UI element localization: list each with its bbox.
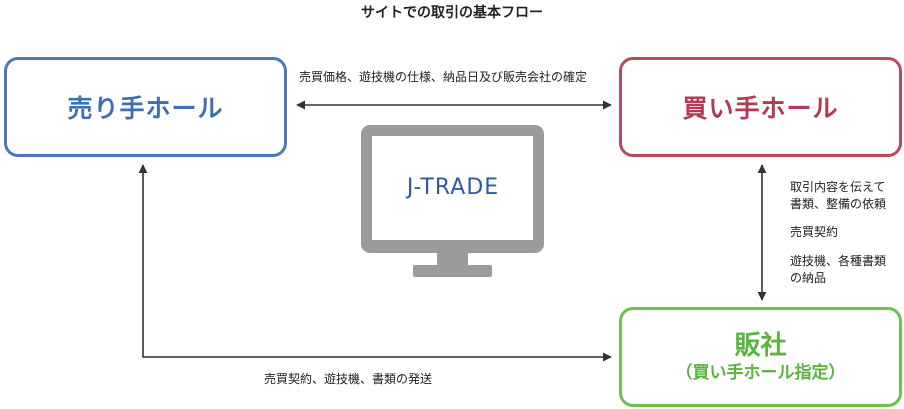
- logo-text: J-TRADE: [405, 175, 499, 200]
- buyer-hall-box: 買い手ホール: [619, 57, 902, 157]
- dealer-box: 販社 （買い手ホール指定）: [619, 307, 902, 407]
- dealer-sublabel: （買い手ホール指定）: [675, 363, 846, 383]
- seller-hall-label: 売り手ホール: [67, 94, 224, 123]
- edge-label-buyer-dealer-4: 遊技機、各種書類: [790, 254, 887, 268]
- edge-label-buyer-dealer-1: 取引内容を伝えて: [790, 180, 886, 194]
- arrow-dealer-seller: [138, 164, 612, 362]
- edge-label-buyer-dealer-5: の納品: [790, 271, 827, 285]
- diagram-title: サイトでの取引の基本フロー: [361, 5, 543, 21]
- seller-hall-box: 売り手ホール: [4, 57, 287, 157]
- monitor-icon: J-TRADE: [361, 125, 544, 277]
- dealer-label: 販社: [734, 331, 787, 361]
- edge-label-dealer-seller: 売買契約、遊技機、書類の発送: [264, 372, 433, 386]
- edge-label-buyer-dealer-2: 書類、整備の依頼: [790, 197, 887, 211]
- edge-label-buyer-dealer-3: 売買契約: [790, 225, 839, 239]
- edge-label-seller-buyer: 売買価格、遊技機の仕様、納品日及び販売会社の確定: [299, 70, 588, 84]
- buyer-hall-label: 買い手ホール: [682, 94, 839, 123]
